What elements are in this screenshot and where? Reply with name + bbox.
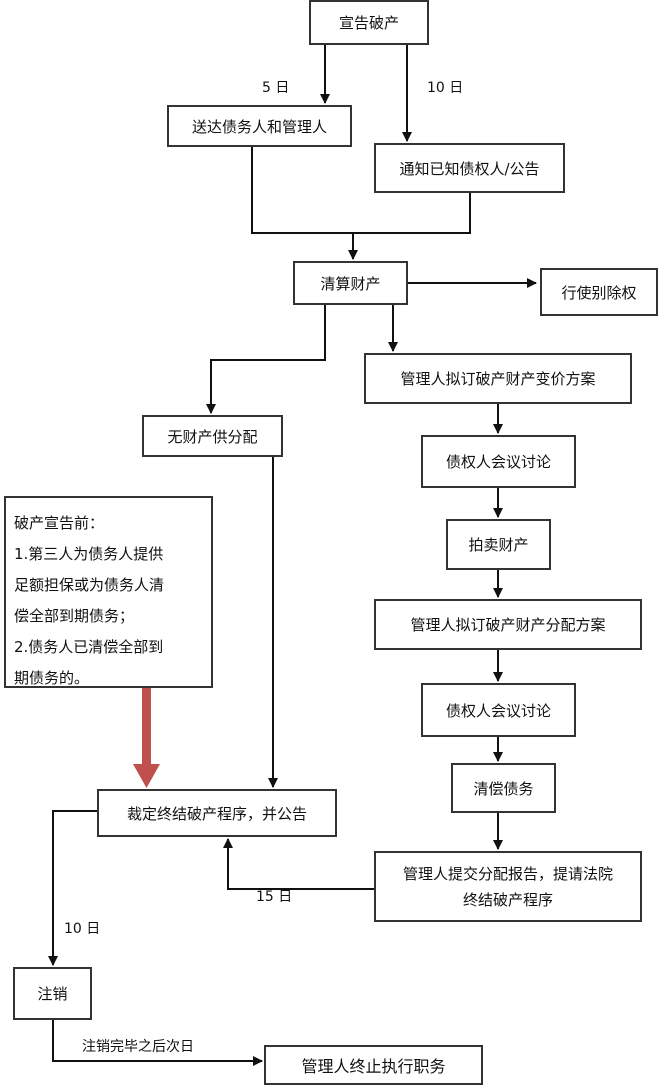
report-line-1: 管理人提交分配报告，提请法院 bbox=[402, 864, 613, 883]
node-stop-duties: 管理人终止执行职务 bbox=[264, 1045, 483, 1085]
note-before-declaration: 破产宣告前： 1.第三人为债务人提供 足额担保或为债务人清 偿全部到期债务； 2… bbox=[4, 496, 213, 688]
label-after-cancel: 注销完毕之后次日 bbox=[82, 1039, 194, 1055]
note-line-4: 偿全部到期债务； bbox=[14, 607, 135, 625]
arrow-cancel-to-stop bbox=[52, 1020, 263, 1066]
node-liquidate-property: 清算财产 bbox=[293, 261, 408, 305]
node-price-plan: 管理人拟订破产财产变价方案 bbox=[364, 353, 632, 404]
node-auction: 拍卖财产 bbox=[446, 519, 551, 570]
merge-deliver bbox=[251, 147, 353, 234]
note-line-3: 足额担保或为债务人清 bbox=[14, 576, 165, 594]
node-no-property: 无财产供分配 bbox=[142, 415, 283, 457]
node-deliver-debtor-administrator: 送达债务人和管理人 bbox=[167, 105, 352, 147]
node-terminate-procedure: 裁定终结破产程序，并公告 bbox=[97, 789, 337, 837]
node-separate-right: 行使别除权 bbox=[540, 268, 658, 316]
label-ten-days-top: 10 日 bbox=[427, 80, 464, 96]
merge-notify bbox=[353, 193, 471, 234]
node-cancel-registration: 注销 bbox=[13, 967, 92, 1020]
label-five-days: 5 日 bbox=[262, 80, 290, 96]
note-line-6: 期债务的。 bbox=[14, 669, 90, 687]
node-submit-report: 管理人提交分配报告，提请法院 终结破产程序 bbox=[374, 851, 642, 922]
node-meeting-1: 债权人会议讨论 bbox=[421, 435, 576, 488]
note-line-5: 2.债务人已清偿全部到 bbox=[14, 638, 164, 656]
label-fifteen-days: 15 日 bbox=[256, 889, 293, 905]
node-declare-bankruptcy: 宣告破产 bbox=[309, 0, 429, 45]
label-ten-days-bottom: 10 日 bbox=[64, 921, 101, 937]
highlight-arrow bbox=[133, 688, 160, 788]
arrow-to-no-property bbox=[206, 305, 326, 414]
note-line-1: 破产宣告前： bbox=[14, 514, 105, 532]
arrow-terminate-to-cancel bbox=[48, 810, 97, 966]
node-distribution-plan: 管理人拟订破产财产分配方案 bbox=[374, 599, 642, 650]
arrow-report-to-terminate bbox=[223, 838, 374, 890]
node-repay-debts: 清偿债务 bbox=[451, 763, 556, 813]
report-line-2: 终结破产程序 bbox=[462, 890, 553, 909]
node-notify-creditors: 通知已知债权人/公告 bbox=[374, 143, 565, 193]
node-meeting-2: 债权人会议讨论 bbox=[421, 683, 576, 737]
note-line-2: 1.第三人为债务人提供 bbox=[14, 545, 164, 563]
